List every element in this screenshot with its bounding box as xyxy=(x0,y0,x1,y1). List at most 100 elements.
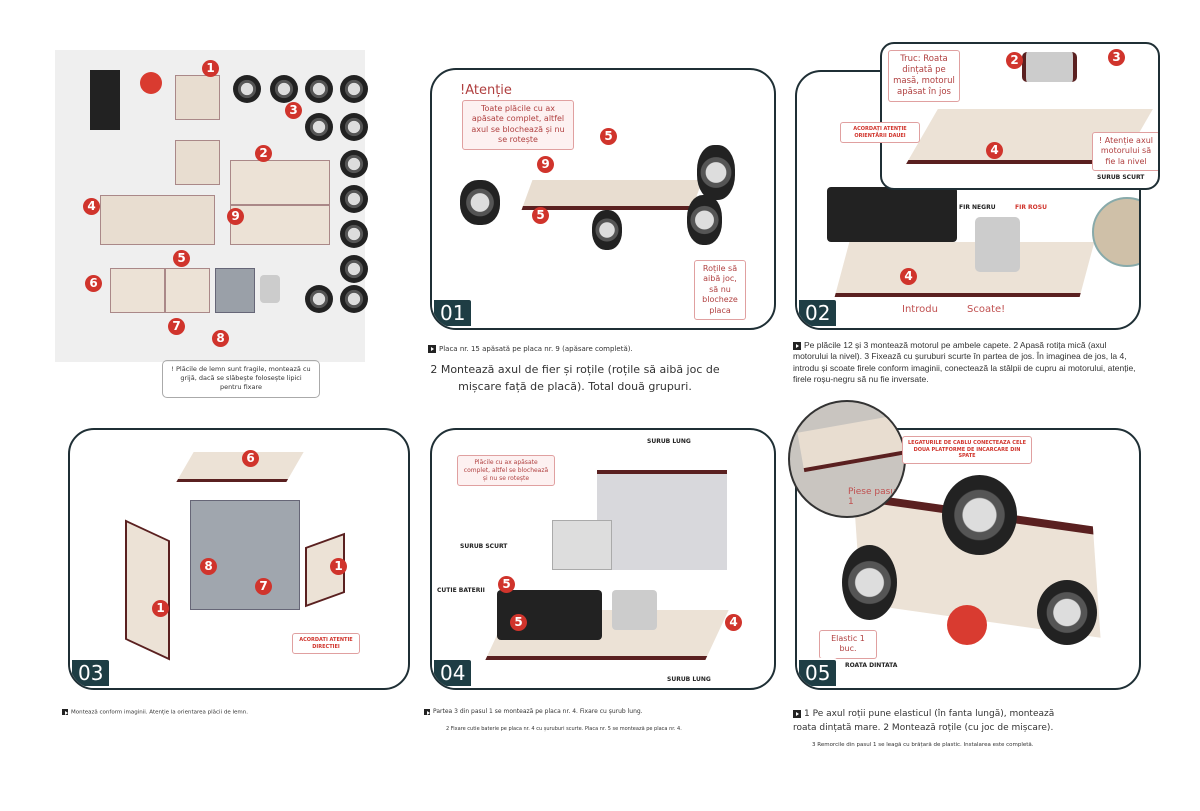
roof-plate xyxy=(176,452,304,482)
side-plate xyxy=(125,519,170,661)
wood-plate xyxy=(175,140,220,185)
part-number: 4 xyxy=(725,614,742,631)
long-screw-label: SURUB LUNG xyxy=(667,676,711,683)
part-number: 3 xyxy=(1108,49,1125,66)
step-03-panel: 6 8 7 1 1 ACORDATI ATENTIE DIRECTIEI 03 xyxy=(68,428,410,690)
wheel xyxy=(270,75,298,103)
wheel xyxy=(305,75,333,103)
motor xyxy=(975,217,1020,272)
step-05-caption: 1 Pe axul roții pune elasticul (în fanta… xyxy=(793,708,1073,735)
motor xyxy=(612,590,657,630)
wheel xyxy=(340,220,368,248)
step-04-panel: Plăcile cu ax apăsate complet, altfel se… xyxy=(430,428,776,690)
short-screw-label: SURUB SCURT xyxy=(1097,174,1145,181)
gear xyxy=(947,605,987,645)
part-number: 5 xyxy=(600,128,617,145)
part-number: 6 xyxy=(85,275,102,292)
caption-text: 1 Pe axul roții pune elasticul (în fanta… xyxy=(793,709,1055,733)
step-04-caption-2: 2 Fixare cutie baterie pe placa nr. 4 cu… xyxy=(446,726,682,732)
part-number: 8 xyxy=(200,558,217,575)
short-screw-label: SURUB SCURT xyxy=(460,543,508,550)
axis-note: ! Atenție axul motorului să fie la nivel xyxy=(1092,132,1158,172)
detail-magnifier: Piese pasul 1 xyxy=(788,400,906,518)
part-number: 4 xyxy=(83,198,100,215)
wood-plate xyxy=(175,75,220,120)
part-number: 6 xyxy=(242,450,259,467)
part-number: 5 xyxy=(498,576,515,593)
part-number: 1 xyxy=(202,60,219,77)
parts-photo: 1 2 3 4 5 6 7 8 9 xyxy=(55,50,368,362)
attention-title: !Atenție xyxy=(460,83,512,98)
step-badge: 04 xyxy=(432,658,474,688)
part-number: 4 xyxy=(900,268,917,285)
wheel xyxy=(460,180,500,225)
wheel xyxy=(340,285,368,313)
wood-plate xyxy=(230,160,330,205)
detail-magnifier xyxy=(1092,197,1139,267)
part-number: 7 xyxy=(255,578,272,595)
wheel xyxy=(592,210,622,250)
wheel xyxy=(942,475,1017,555)
orientation-note: ACORDAȚI ATENȚIE ORIENTĂRII DAUEI xyxy=(840,122,920,143)
tip-note: Truc: Roata dințată pe masă, motorul apă… xyxy=(888,50,960,103)
part-number: 1 xyxy=(330,558,347,575)
wood-plate xyxy=(797,411,904,473)
wheel xyxy=(340,185,368,213)
wheel xyxy=(340,113,368,141)
wood-plate xyxy=(165,268,210,313)
long-screw-label: SURUB LUNG xyxy=(647,438,691,445)
part-number: 5 xyxy=(510,614,527,631)
part-number: 2 xyxy=(255,145,272,162)
remove-label: Scoate! xyxy=(967,304,1006,315)
motor xyxy=(1022,52,1077,82)
motor xyxy=(260,275,280,303)
step-badge: 02 xyxy=(797,298,839,328)
direction-note: ACORDATI ATENTIE DIRECTIEI xyxy=(292,633,360,654)
wood-plate xyxy=(100,195,215,245)
part-number: 2 xyxy=(1006,52,1023,69)
step-01-caption: Placa nr. 15 apăsată pe placa nr. 9 (apă… xyxy=(428,345,633,353)
attention-note: Plăcile cu ax apăsate complet, altfel se… xyxy=(457,455,555,487)
wheel-note: Roțile să aibă joc, să nu blocheze placa xyxy=(694,260,746,320)
wood-plate xyxy=(521,180,703,210)
part-number: 9 xyxy=(537,156,554,173)
wheel xyxy=(697,145,735,200)
part-number: 3 xyxy=(285,102,302,119)
part-number: 5 xyxy=(532,207,549,224)
wheel xyxy=(1037,580,1097,645)
front-plate xyxy=(552,520,612,570)
insert-label: Introdu xyxy=(902,304,938,315)
part-number: 5 xyxy=(173,250,190,267)
previous-parts-label: Piese pasul 1 xyxy=(848,487,899,507)
part-number: 7 xyxy=(168,318,185,335)
wood-plate xyxy=(110,268,165,313)
elastic-label: Elastic 1 buc. xyxy=(819,630,877,659)
wheel xyxy=(305,113,333,141)
fragile-warning: ! Plăcile de lemn sunt fragile, montează… xyxy=(162,360,320,398)
step-02-inset: Truc: Roata dințată pe masă, motorul apă… xyxy=(880,42,1160,190)
wood-plate xyxy=(230,205,330,245)
wheel xyxy=(340,255,368,283)
step-04-caption: Partea 3 din pasul 1 se montează pe plac… xyxy=(424,708,643,715)
part-number: 9 xyxy=(227,208,244,225)
cable-note: LEGATURILE DE CABLU CONECTEAZA CELE DOUA… xyxy=(902,436,1032,464)
battery-box xyxy=(827,187,957,242)
battery-label: CUTIE BATERII xyxy=(437,587,485,594)
step-03-caption: Montează conform imaginii. Atenție la or… xyxy=(62,709,248,716)
cabin xyxy=(597,470,727,570)
step-badge: 01 xyxy=(432,298,474,328)
caption-text: Placa nr. 15 apăsată pe placa nr. 9 (apă… xyxy=(439,345,633,353)
step-02-caption: Pe plăcile 12 și 3 montează motorul pe a… xyxy=(793,340,1138,386)
wheel xyxy=(842,545,897,620)
wheel xyxy=(305,285,333,313)
caption-text: Montează conform imaginii. Atenție la or… xyxy=(71,709,248,716)
play-icon xyxy=(62,709,68,715)
step-01-text: 2 Montează axul de fier și roțile (roțil… xyxy=(430,363,720,393)
part-number: 1 xyxy=(152,600,169,617)
caption-text: Pe plăcile 12 și 3 montează motorul pe a… xyxy=(793,340,1136,385)
black-wire-label: FIR NEGRU xyxy=(959,204,996,211)
wheel xyxy=(687,195,722,245)
step-badge: 05 xyxy=(797,658,839,688)
step-01-panel: !Atenție Toate plăcile cu ax apăsate com… xyxy=(430,68,776,330)
part-number: 8 xyxy=(212,330,229,347)
